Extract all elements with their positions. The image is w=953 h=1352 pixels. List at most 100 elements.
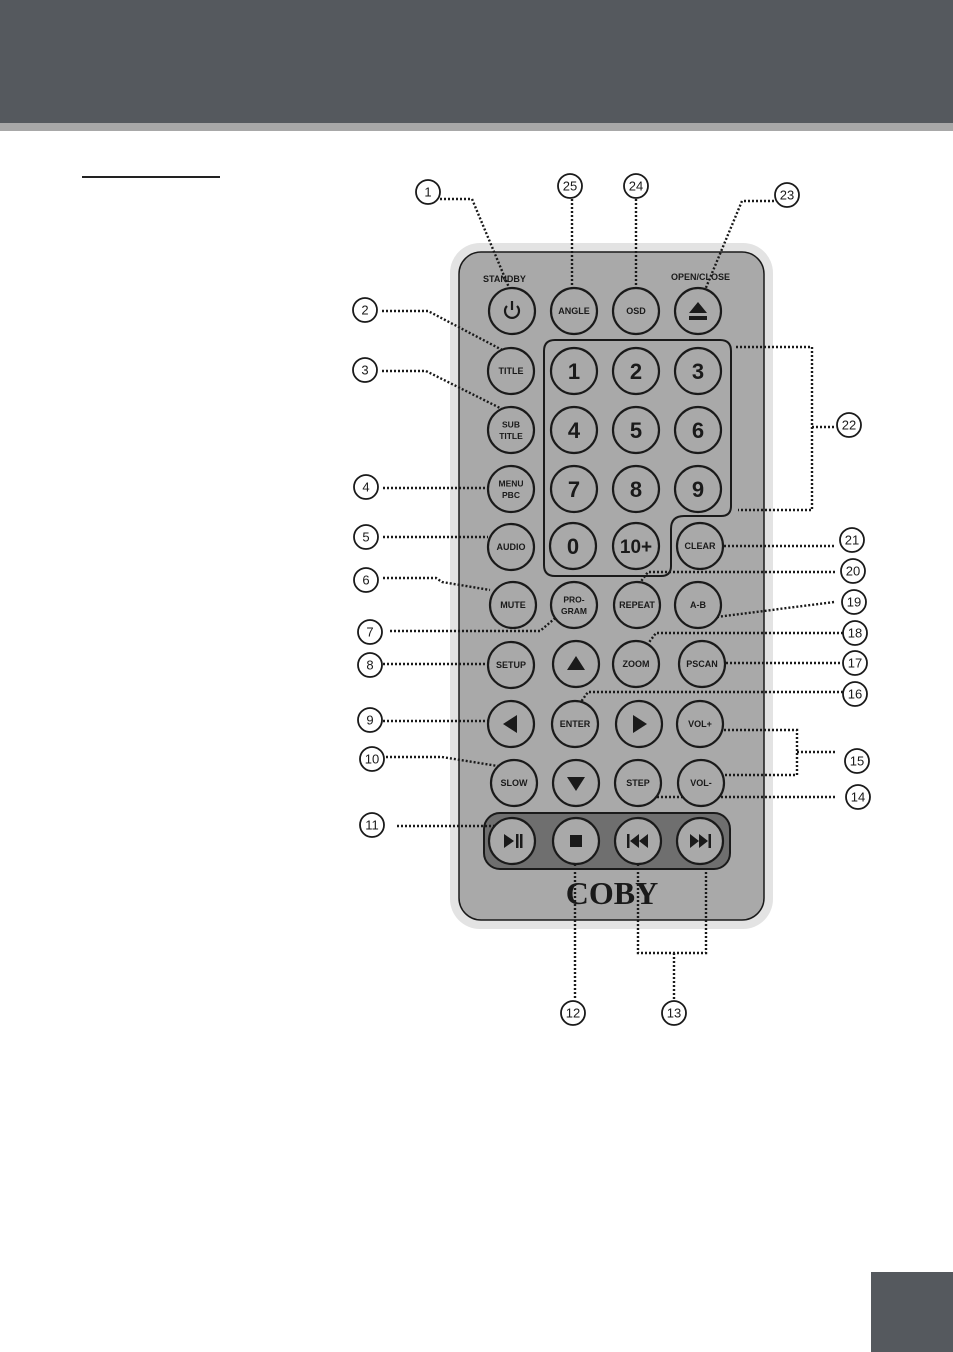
callout-number: 15 [850,754,864,769]
callout-number: 1 [424,185,431,200]
audio-button[interactable]: AUDIO [488,524,534,570]
menu-pbc-button-label: PBC [502,490,520,500]
zoom-button[interactable]: ZOOM [613,641,659,687]
callout-number: 13 [667,1006,681,1021]
callout-8: 8 [358,653,382,677]
menu-pbc-button[interactable]: MENU PBC [488,466,534,512]
standby-button-circle[interactable] [489,288,535,334]
step-button[interactable]: STEP [615,760,661,806]
clear-button[interactable]: CLEAR [677,523,723,569]
callout-10: 10 [360,747,384,771]
callout-number: 17 [848,656,862,671]
callout-number: 23 [780,188,794,203]
callout-14: 14 [846,785,870,809]
callout-15: 15 [845,749,869,773]
program-button-label: PRO- [563,594,584,604]
setup-button[interactable]: SETUP [488,642,534,688]
callout-number: 4 [362,480,369,495]
num-3-button[interactable]: 3 [675,348,721,394]
stop-icon [570,835,582,847]
standby-button[interactable] [489,288,535,334]
a-b-button[interactable]: A-B [675,582,721,628]
num-10plus-button-label: 10+ [620,537,652,558]
callout-number: 22 [842,418,856,433]
num-5-button[interactable]: 5 [613,407,659,453]
program-button[interactable]: PRO- GRAM [551,582,597,628]
callout-17: 17 [843,651,867,675]
num-3-button-label: 3 [692,359,704,384]
callout-number: 10 [365,752,379,767]
enter-button[interactable]: ENTER [552,701,598,747]
stop-button[interactable] [553,818,599,864]
num-8-button[interactable]: 8 [613,466,659,512]
callout-number: 25 [563,179,577,194]
open-close-button[interactable] [675,288,721,334]
slow-button[interactable]: SLOW [491,760,537,806]
osd-button-label: OSD [626,306,646,316]
setup-button-label: SETUP [496,660,526,670]
callout-number: 19 [847,595,861,610]
right-button[interactable] [616,701,662,747]
prev-button[interactable] [615,818,661,864]
num-7-button[interactable]: 7 [551,466,597,512]
program-button-label: GRAM [561,606,587,616]
angle-button[interactable]: ANGLE [551,288,597,334]
play-pause-button[interactable] [489,818,535,864]
audio-button-label: AUDIO [497,542,526,552]
callout-19: 19 [842,590,866,614]
num-9-button-label: 9 [692,477,704,502]
osd-button[interactable]: OSD [613,288,659,334]
mute-button[interactable]: MUTE [490,582,536,628]
callout-5: 5 [354,525,378,549]
num-7-button-label: 7 [568,477,580,502]
repeat-button[interactable]: REPEAT [614,582,660,628]
pscan-button[interactable]: PSCAN [679,641,725,687]
num-6-button-label: 6 [692,418,704,443]
callout-20: 20 [841,559,865,583]
num-0-button-label: 0 [567,534,579,559]
callout-6: 6 [354,568,378,592]
callout-21: 21 [840,528,864,552]
callout-3: 3 [353,358,377,382]
down-button[interactable] [553,760,599,806]
num-4-button[interactable]: 4 [551,407,597,453]
a-b-button-label: A-B [690,600,706,610]
open-close-label: OPEN/CLOSE [671,272,730,282]
num-6-button[interactable]: 6 [675,407,721,453]
callout-number: 18 [848,626,862,641]
left-button[interactable] [488,701,534,747]
callout-25: 25 [558,174,582,198]
num-10plus-button[interactable]: 10+ [613,523,659,569]
next-button[interactable] [677,818,723,864]
callout-4: 4 [354,475,378,499]
callout-1: 1 [416,180,440,204]
callout-23: 23 [775,183,799,207]
callout-7: 7 [358,620,382,644]
num-8-button-label: 8 [630,477,642,502]
pscan-button-label: PSCAN [686,659,718,669]
vol-down-button[interactable]: VOL- [678,760,724,806]
title-button[interactable]: TITLE [488,348,534,394]
vol-up-button[interactable]: VOL+ [677,701,723,747]
callout-number: 16 [848,687,862,702]
num-0-button[interactable]: 0 [550,523,596,569]
num-5-button-label: 5 [630,418,642,443]
callout-number: 6 [362,573,369,588]
callout-number: 11 [365,818,379,833]
callout-22: 22 [837,413,861,437]
clear-button-label: CLEAR [685,541,716,551]
num-9-button[interactable]: 9 [675,466,721,512]
enter-button-label: ENTER [560,719,591,729]
up-button[interactable] [553,641,599,687]
callout-number: 14 [851,790,865,805]
num-1-button-label: 1 [568,359,580,384]
standby-label: STANDBY [483,274,526,284]
menu-pbc-button-label: MENU [498,478,523,488]
num-1-button[interactable]: 1 [551,348,597,394]
num-2-button[interactable]: 2 [613,348,659,394]
brand-logo: COBY [566,875,658,911]
callout-number: 5 [362,530,369,545]
callout-12: 12 [561,1001,585,1025]
